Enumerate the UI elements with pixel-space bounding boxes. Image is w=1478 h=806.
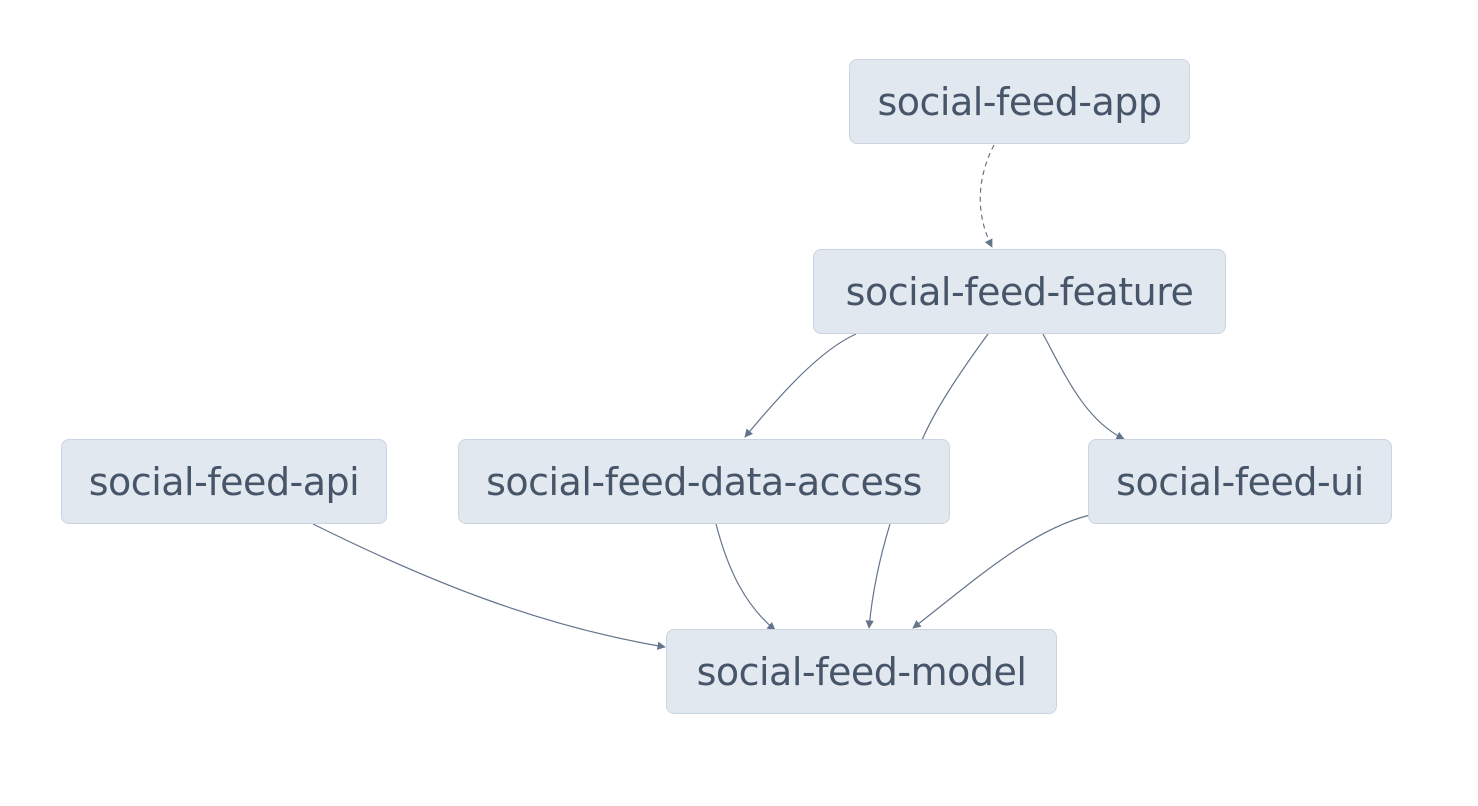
edge-data-access-to-model [715,523,776,631]
node-social-feed-ui[interactable]: social-feed-ui [1088,439,1392,524]
node-label: social-feed-data-access [486,459,922,504]
node-label: social-feed-ui [1116,459,1364,504]
node-label: social-feed-app [877,79,1162,124]
node-social-feed-feature[interactable]: social-feed-feature [813,249,1226,334]
edge-feature-to-ui [1042,333,1125,440]
node-social-feed-model[interactable]: social-feed-model [666,629,1057,714]
edge-feature-to-model [869,333,989,628]
node-social-feed-data-access[interactable]: social-feed-data-access [458,439,950,524]
node-social-feed-app[interactable]: social-feed-app [849,59,1190,144]
edge-app-to-feature [979,144,995,248]
node-label: social-feed-api [88,459,360,504]
node-label: social-feed-feature [845,269,1194,314]
edge-feature-to-data-access [744,333,857,438]
edge-ui-to-model [912,514,1091,629]
edge-api-to-model [312,523,666,650]
node-social-feed-api[interactable]: social-feed-api [61,439,387,524]
node-label: social-feed-model [696,649,1027,694]
